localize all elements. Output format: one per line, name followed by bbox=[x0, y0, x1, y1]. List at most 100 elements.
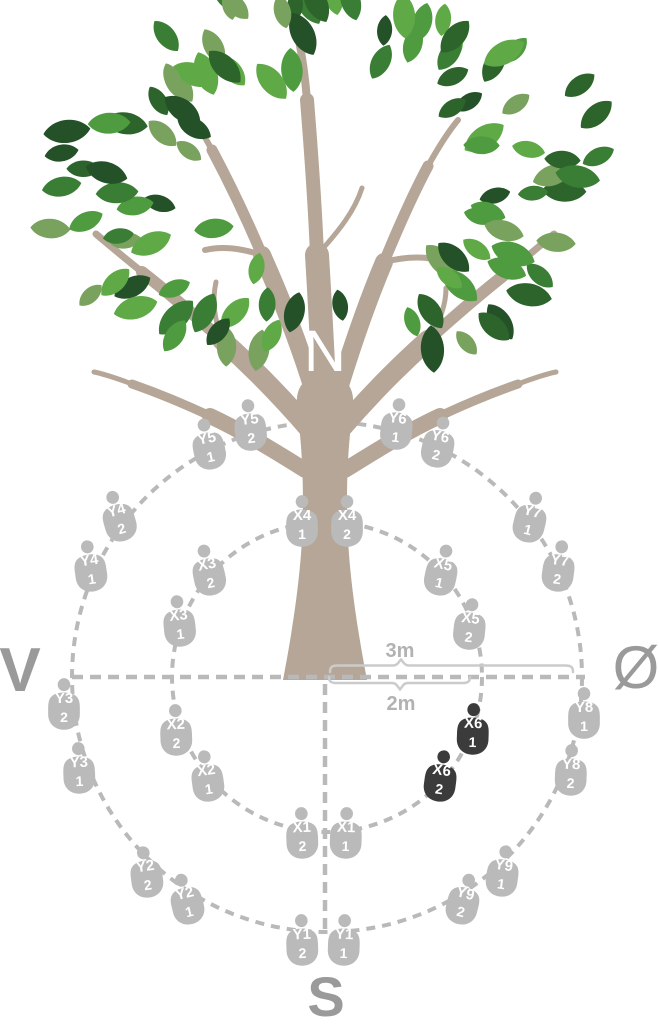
leaf-shape bbox=[87, 112, 131, 134]
brace-3m bbox=[328, 658, 575, 674]
position-marker-Y4-2: Y4 2 bbox=[93, 484, 143, 548]
leaf-shape bbox=[153, 21, 179, 52]
leaf-shape bbox=[478, 312, 509, 341]
person-top-view-icon bbox=[512, 491, 547, 543]
marker-label: X6 1 bbox=[454, 715, 491, 750]
marker-label: X1 1 bbox=[327, 818, 364, 855]
leaf-shape bbox=[420, 325, 445, 373]
leaf-shape bbox=[438, 242, 469, 272]
leaf-shape bbox=[393, 0, 416, 39]
leaf-shape bbox=[436, 267, 462, 289]
marker-group-label: X4 bbox=[337, 507, 357, 524]
person-top-view-icon bbox=[331, 495, 363, 547]
marker-label: Y1 1 bbox=[325, 926, 362, 962]
leaf-shape bbox=[289, 12, 317, 55]
marker-group-label: Y8 bbox=[561, 755, 581, 774]
leaf-shape bbox=[44, 144, 79, 162]
marker-number-label: 1 bbox=[75, 772, 84, 790]
inner-distance-label: 2m bbox=[386, 693, 416, 715]
person-top-view-icon bbox=[63, 742, 96, 794]
leaf-shape bbox=[544, 150, 581, 169]
marker-group-label: X3 bbox=[168, 606, 189, 625]
leaf-shape bbox=[456, 331, 477, 355]
marker-label: Y6 1 bbox=[377, 409, 416, 446]
marker-group-label: X1 bbox=[292, 818, 312, 837]
marker-label: X2 2 bbox=[158, 716, 195, 751]
outer-distance-label: 3m bbox=[385, 640, 415, 662]
position-marker-Y7-1: Y7 1 bbox=[507, 485, 555, 548]
person-top-view-icon bbox=[541, 540, 575, 592]
position-marker-X6-2: X6 2 bbox=[419, 746, 462, 806]
marker-group-label: X1 bbox=[336, 818, 356, 837]
leaf-shape bbox=[159, 300, 194, 335]
leaf-shape bbox=[411, 2, 433, 42]
leaf-shape bbox=[437, 67, 469, 87]
tree-illustration bbox=[30, 0, 614, 680]
position-marker-Y9-2: Y9 2 bbox=[440, 867, 488, 930]
person-top-view-icon bbox=[286, 807, 319, 859]
marker-label: Y9 1 bbox=[482, 856, 522, 894]
person-top-view-icon bbox=[191, 750, 225, 802]
leaf-shape bbox=[479, 187, 511, 204]
person-top-view-icon bbox=[192, 418, 227, 470]
leaf-shape bbox=[287, 0, 303, 22]
marker-label: Y7 2 bbox=[538, 551, 578, 589]
person-top-view-icon bbox=[286, 914, 319, 966]
leaf-shape bbox=[163, 63, 182, 94]
leaf-shape bbox=[102, 228, 134, 244]
marker-label: Y6 2 bbox=[417, 426, 459, 466]
leaf-shape bbox=[417, 294, 444, 329]
position-marker-Y6-1: Y6 1 bbox=[376, 394, 418, 453]
position-marker-Y5-2: Y5 2 bbox=[229, 395, 271, 454]
position-marker-Y8-2: Y8 2 bbox=[552, 741, 590, 798]
person-top-view-icon bbox=[453, 598, 486, 650]
marker-number-label: 2 bbox=[298, 944, 307, 962]
leaf-shape bbox=[162, 320, 187, 352]
position-marker-X1-2: X1 2 bbox=[283, 804, 321, 861]
marker-label: X6 2 bbox=[420, 761, 460, 799]
leaf-shape bbox=[191, 293, 217, 333]
leaf-shape bbox=[148, 86, 169, 116]
marker-label: Y3 1 bbox=[61, 754, 98, 790]
person-top-view-icon bbox=[160, 704, 193, 756]
position-marker-Y2-1: Y2 1 bbox=[162, 867, 210, 930]
compass-east-label: Ø bbox=[612, 634, 659, 701]
position-marker-X4-1: X4 1 bbox=[284, 493, 320, 549]
person-top-view-icon bbox=[234, 399, 267, 451]
person-top-view-icon bbox=[554, 744, 587, 796]
marker-label: Y1 2 bbox=[284, 926, 321, 962]
leaf-shape bbox=[208, 50, 241, 83]
marker-label: Y3 2 bbox=[46, 691, 82, 724]
leaf-shape bbox=[131, 231, 171, 256]
person-top-view-icon bbox=[192, 544, 227, 596]
leaf-shape bbox=[85, 161, 128, 184]
person-top-view-icon bbox=[423, 544, 458, 596]
marker-number-label: 1 bbox=[339, 944, 348, 962]
leaf-shape bbox=[463, 136, 500, 155]
leaf-shape bbox=[194, 218, 234, 238]
person-top-view-icon bbox=[170, 873, 205, 925]
leaf-shape bbox=[502, 93, 530, 115]
leaf-shape bbox=[404, 307, 421, 337]
marker-label: X5 2 bbox=[450, 609, 489, 646]
leaf-shape bbox=[258, 287, 276, 322]
position-marker-Y9-1: Y9 1 bbox=[481, 841, 524, 901]
position-marker-X6-1: X6 1 bbox=[454, 700, 492, 757]
person-top-view-icon bbox=[485, 845, 519, 897]
leaf-shape bbox=[555, 165, 600, 188]
position-marker-X5-2: X5 2 bbox=[449, 594, 491, 653]
position-marker-X4-2: X4 2 bbox=[329, 493, 365, 549]
person-top-view-icon bbox=[102, 490, 137, 542]
position-marker-X1-1: X1 1 bbox=[327, 804, 365, 861]
leaf-shape bbox=[324, 0, 344, 15]
marker-number-label: 2 bbox=[60, 709, 68, 725]
marker-number-label: 2 bbox=[566, 774, 575, 792]
leaf-shape bbox=[43, 119, 91, 143]
leaf-shape bbox=[470, 201, 506, 222]
leaf-shape bbox=[164, 95, 201, 124]
marker-number-label: 1 bbox=[341, 837, 350, 855]
marker-label: X4 1 bbox=[284, 508, 320, 541]
tree-trunk bbox=[283, 382, 367, 680]
marker-label: Y8 2 bbox=[552, 755, 589, 792]
